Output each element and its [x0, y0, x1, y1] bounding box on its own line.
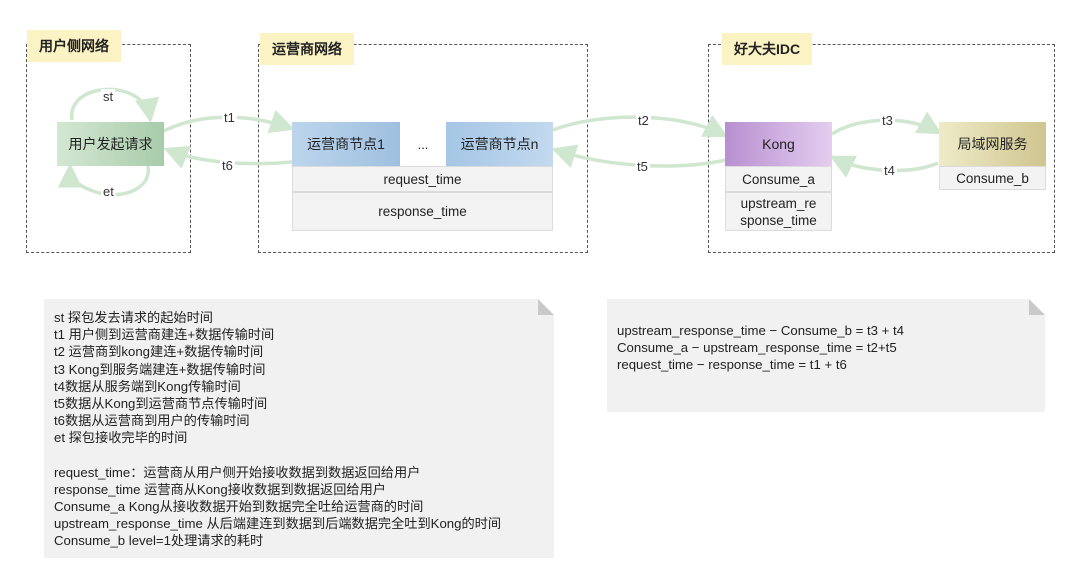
kong-node: Kong [725, 122, 832, 166]
definition-line: t4数据从服务端到Kong传输时间 [54, 378, 241, 394]
edge-label-t1: t1 [222, 110, 237, 125]
formula-line: upstream_response_time − Consume_b = t3 … [617, 323, 904, 338]
metric-line: response_time 运营商从Kong接收数据到数据返回给用户 [54, 481, 386, 497]
zone-operator-network [258, 44, 588, 253]
definition-line: t2 运营商到kong建连+数据传输时间 [54, 344, 264, 360]
metric-line: Consume_b level=1处理请求的耗时 [54, 533, 264, 549]
edge-label-t2: t2 [636, 113, 651, 128]
definition-line: t6数据从运营商到用户的传输时间 [54, 413, 250, 429]
zone-label-operator-network: 运营商网络 [260, 33, 354, 65]
operator-node-ellipsis: ... [417, 136, 429, 152]
upstream-response-time-cell: upstream_re sponse_time [725, 192, 832, 231]
formulas-note: upstream_response_time − Consume_b = t3 … [607, 299, 1045, 412]
edge-label-t4: t4 [882, 163, 897, 178]
response-time-cell: response_time [292, 192, 553, 231]
edge-et [57, 163, 150, 197]
user-request-node: 用户发起请求 [57, 122, 164, 166]
lan-service-node: 局域网服务 [939, 122, 1046, 166]
edge-label-t3: t3 [880, 113, 895, 128]
operator-node-n: 运营商节点n [446, 122, 553, 166]
formula-line: request_time − response_time = t1 + t6 [617, 357, 847, 373]
edge-label-st: st [101, 89, 116, 104]
zone-label-idc: 好大夫IDC [722, 33, 813, 65]
consume-b-cell: Consume_b [939, 166, 1046, 190]
formula-line: Consume_a − upstream_response_time = t2+… [617, 340, 897, 356]
metric-line: upstream_response_time 从后端建连到数据到后端数据完全吐到… [54, 516, 502, 532]
consume-a-cell: Consume_a [725, 166, 832, 192]
definition-line: t1 用户侧到运营商建连+数据传输时间 [54, 327, 275, 343]
definition-line: et 探包接收完毕的时间 [54, 430, 188, 446]
request-time-cell: request_time [292, 166, 553, 192]
zone-idc [708, 44, 1055, 253]
metric-line: Consume_a Kong从接收数据开始到数据完全吐给运营商的时间 [54, 499, 424, 515]
zone-label-user-network: 用户侧网络 [27, 30, 121, 62]
note-fold-icon [1029, 299, 1045, 315]
edge-label-t5: t5 [635, 159, 650, 174]
edge-label-et: et [101, 184, 116, 199]
definition-line: t3 Kong到服务端建连+数据传输时间 [54, 361, 266, 377]
edge-label-t6: t6 [220, 158, 235, 173]
metric-line: request_time：运营商从用户侧开始接收数据到数据返回给用户 [54, 464, 421, 480]
note-fold-icon [538, 299, 554, 315]
formulas-list: upstream_response_time − Consume_b = t3 … [617, 322, 1035, 374]
operator-node-1: 运营商节点1 [292, 122, 400, 166]
definition-line: t5数据从Kong到运营商节点传输时间 [54, 396, 268, 412]
edge-st [70, 87, 160, 123]
definition-line: st 探包发去请求的起始时间 [54, 310, 213, 325]
